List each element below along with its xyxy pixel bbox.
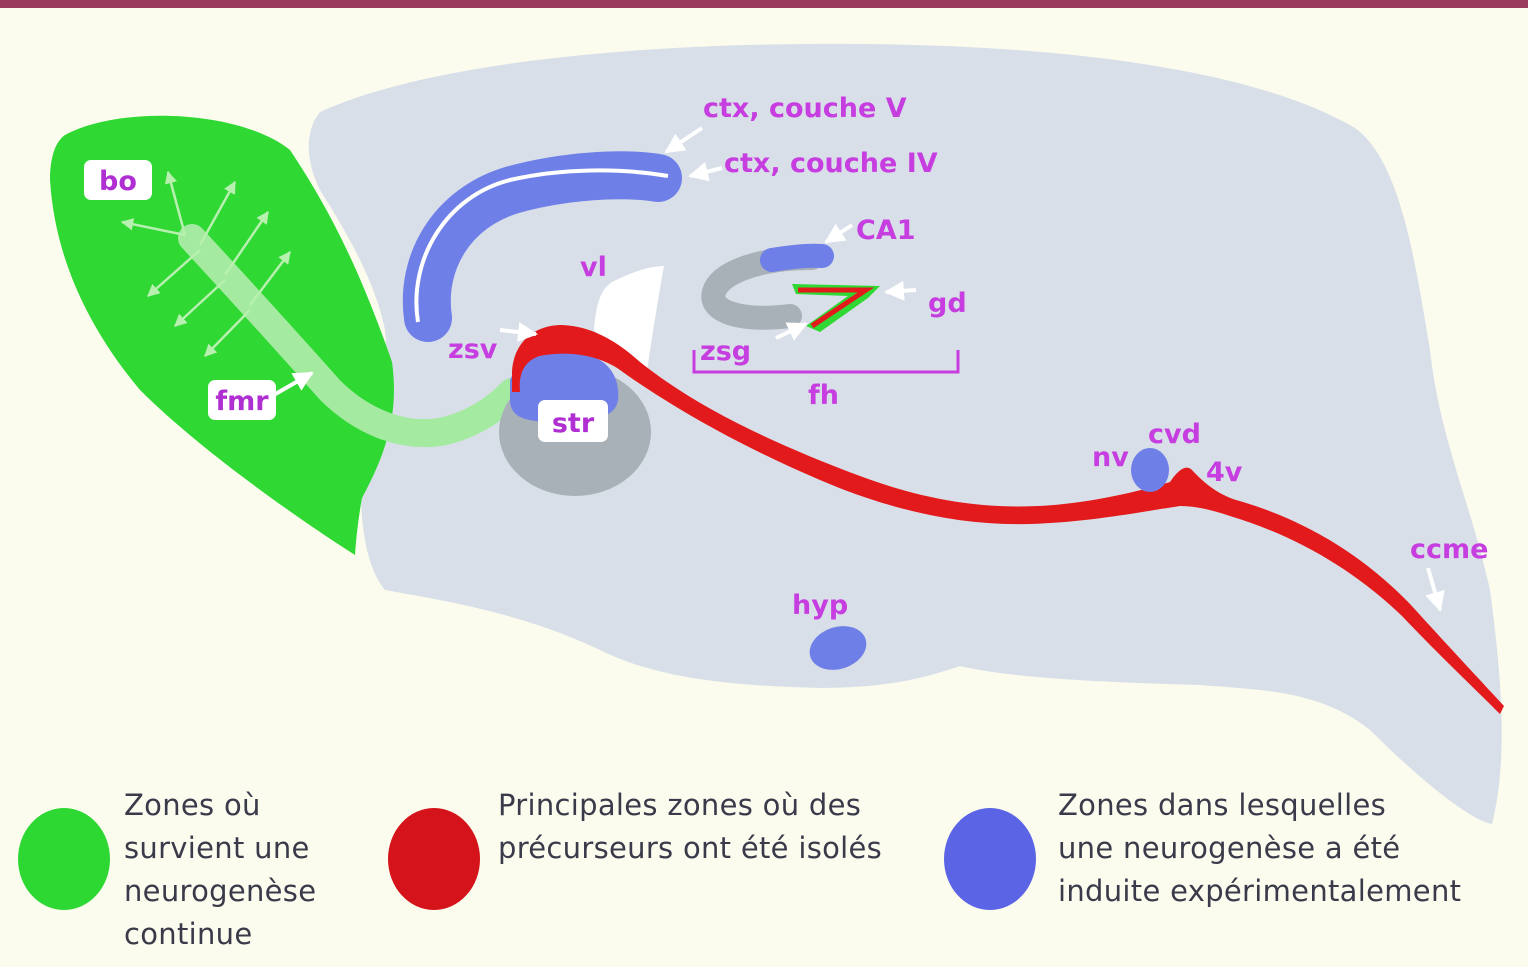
legend-blue-swatch [944,808,1036,910]
cortex-layers [402,151,682,342]
hypothalamus-spot [809,626,867,670]
label-ctx-iv: ctx, couche IV [724,148,938,179]
label-cvd: cvd [1148,419,1201,450]
legend-red-line: précurseurs ont été isolés [498,831,883,865]
fmr-label-box [208,380,276,420]
legend-blue-text: Zones dans lesquelles une neurogenèse a … [1058,784,1461,913]
label-gd: gd [928,288,967,319]
label-nv: nv [1092,442,1129,473]
brain-silhouette [308,43,1502,824]
nv-cvd-spot [1131,448,1169,492]
hippocampus-ca1 [760,243,834,272]
legend-green-text: Zones où survient une neurogenèse contin… [124,784,316,956]
str-label-box [538,400,608,442]
legend-blue-line: une neurogenèse a été [1058,831,1401,865]
legend-green-swatch [18,808,110,910]
label-zsg: zsg [700,336,751,367]
dentate-gyrus-red-line [798,287,875,329]
label-ca1: CA1 [856,215,916,246]
legend-green-line: Zones où [124,788,261,822]
bo-label-box [84,160,152,200]
cortex-layer-divider [414,168,669,323]
legend-blue-line: induite expérimentalement [1058,874,1462,908]
lateral-ventricle [594,266,664,378]
label-fh: fh [808,380,839,411]
top-rule [0,0,1528,8]
ventricular-system [512,325,1504,714]
label-fmr: fmr [215,386,269,417]
label-hyp: hyp [792,590,848,621]
legend-red-swatch [388,808,480,910]
label-ctx-v: ctx, couche V [703,93,907,124]
label-ccme: ccme [1410,534,1488,565]
legend-blue-line: Zones dans lesquelles [1058,788,1387,822]
label-bo: bo [99,166,137,197]
legend-green-line: neurogenèse [124,874,317,908]
fh-bracket [692,350,960,374]
label-vl: vl [580,252,607,283]
bulb-radial-arrows [120,170,291,357]
legend-green-line: continue [124,917,253,951]
pointer-arrows [271,126,1445,612]
legend-green-line: survient une [124,831,310,865]
label-4v: 4v [1206,457,1243,488]
legend-red-text: Principales zones où des précurseurs ont… [498,784,882,870]
label-str: str [552,408,595,439]
label-zsv: zsv [448,334,498,365]
legend-red-line: Principales zones où des [498,788,862,822]
